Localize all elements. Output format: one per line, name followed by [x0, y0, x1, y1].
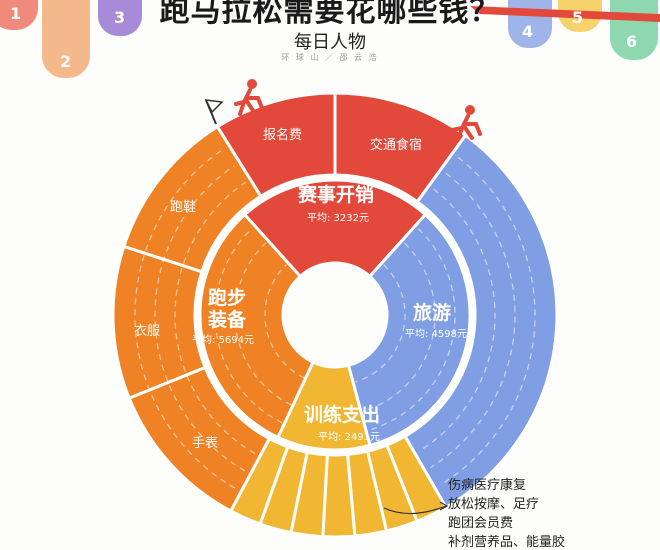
corner-tab-1	[0, 0, 38, 30]
outer-label-watch: 手表	[192, 436, 219, 451]
inner-segment-travel	[346, 213, 472, 447]
inner-dash-track	[369, 228, 456, 431]
legend-item: 跑团会员费	[448, 516, 514, 531]
outer-dash-track	[134, 148, 236, 489]
corner-tab-2	[42, 0, 90, 78]
corner-number-5: 5	[572, 8, 584, 27]
gear-label-line2: 装备	[208, 309, 247, 331]
training-average: 平均: 2491元	[318, 432, 380, 443]
outer-dash-track	[419, 188, 496, 452]
event-label: 赛事开销	[298, 184, 375, 206]
outer-label-shoes: 跑鞋	[170, 200, 197, 215]
corner-number-4: 4	[522, 22, 534, 41]
brand-subtitle: 环 球 山 ／ 邵 云 浩	[281, 53, 379, 62]
flag-icon	[204, 99, 224, 125]
legend-item: 伤病医疗康复	[448, 478, 527, 493]
legend-item: 放松按摩、足疗	[448, 497, 540, 512]
corner-number-6: 6	[626, 32, 638, 51]
inner-dash-track	[264, 264, 305, 379]
outer-label-registration: 报名费	[263, 128, 303, 143]
inner-segment-event	[243, 178, 427, 278]
brand-logo: 每日人物	[294, 32, 366, 53]
inner-dash-track	[355, 264, 406, 383]
corner-number-1: 1	[10, 4, 22, 23]
inner-dash-track	[364, 242, 436, 412]
gear-label-line1: 跑步	[208, 287, 247, 309]
corner-number-2: 2	[60, 52, 72, 71]
legend-item: 补剂营养品、能量胶	[448, 535, 566, 550]
outer-segment-shoes	[122, 125, 263, 274]
corner-number-3: 3	[114, 8, 126, 27]
event-average: 平均: 3232元	[307, 213, 369, 224]
outer-dash-track	[154, 165, 246, 472]
outer-dash-track	[174, 181, 256, 455]
runner-icon	[234, 79, 264, 116]
training-items-legend: 伤病医疗康复 放松按摩、足疗 跑团会员费 补剂营养品、能量胶	[448, 476, 565, 550]
legend-leader-line	[383, 505, 447, 515]
outer-label-transport-lodging: 交通食宿	[370, 138, 423, 153]
travel-label: 旅游	[413, 302, 452, 324]
runner-icon	[450, 105, 482, 142]
corner-tab-3	[98, 0, 142, 36]
red-ribbon	[470, 6, 660, 22]
page-title: 跑马拉松需要花哪些钱？	[159, 0, 501, 29]
outer-dash-track	[440, 156, 536, 486]
inner-segment-gear	[198, 213, 315, 439]
gear-average: 平均: 5694元	[192, 335, 254, 346]
training-label: 训练支出	[304, 404, 381, 426]
outer-label-clothes: 衣服	[134, 324, 161, 339]
inner-dash-track	[214, 228, 283, 424]
inner-dash-track	[234, 242, 292, 406]
outer-segment-travel	[403, 133, 559, 509]
travel-average: 平均: 4598元	[405, 329, 467, 340]
